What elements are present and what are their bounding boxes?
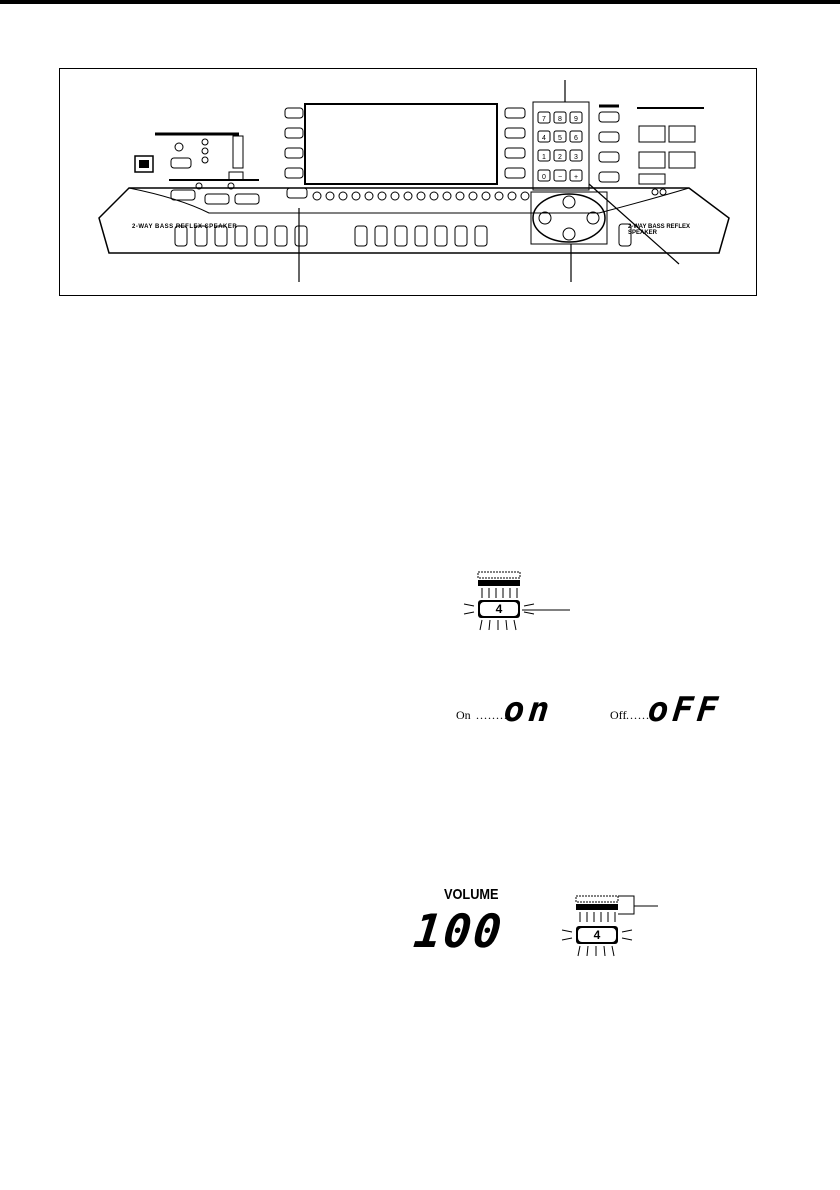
keypad-digit-0: 7 (542, 116, 546, 123)
keypad-digit-8: 3 (574, 154, 578, 161)
callout-lines (298, 80, 680, 282)
on-label: On (456, 708, 471, 722)
off-label: Off (610, 708, 627, 722)
keypad-digit-2: 9 (574, 116, 578, 123)
keypad-digit-9: 0 (542, 174, 546, 181)
lcd-screen (304, 103, 498, 185)
top-rule (0, 0, 840, 4)
on-segment-display: on (501, 690, 556, 730)
left-controls (155, 132, 260, 205)
volume-value: 100 (411, 904, 506, 958)
keyboard-body-curve (128, 187, 690, 214)
logo-icon (134, 155, 154, 173)
keypad-digit-4: 5 (558, 135, 562, 142)
right-speaker-text: 2-WAY BASS REFLEX SPEAKER (628, 224, 691, 236)
on-leader-dots: ......... (476, 708, 512, 722)
numeric-keypad (532, 101, 590, 191)
off-leader-dots: ......... (626, 708, 662, 722)
keyboard-body (98, 187, 730, 254)
lcd-right-buttons (504, 107, 526, 179)
cursor-pad (530, 191, 608, 245)
volume-label: VOLUME (444, 886, 499, 903)
keypad-digit-5: 6 (574, 135, 578, 142)
tone-button-row (312, 191, 530, 201)
keypad-digit-1: 8 (558, 116, 562, 123)
track-number-badge-2: 4 (576, 926, 618, 944)
keypad-digit-6: 1 (542, 154, 546, 161)
off-segment-display: oFF (645, 690, 724, 730)
keypad-digit-10: − (558, 174, 562, 181)
lcd-left-buttons (284, 107, 308, 199)
bottom-pad-row (174, 223, 632, 247)
keypad-digit-7: 2 (558, 154, 562, 161)
keyboard-panel-illustration: 7 8 9 4 5 6 1 2 3 0 − + (98, 80, 730, 282)
keypad-digit-11: + (574, 174, 578, 181)
right-controls (598, 104, 704, 196)
left-speaker-text: 2-WAY BASS REFLEX SPEAKER (132, 224, 238, 230)
track-number-badge-1: 4 (478, 600, 520, 618)
keypad-digit-3: 4 (542, 135, 546, 142)
keyboard-panel-frame (59, 68, 757, 296)
logo-icon-inner (139, 160, 149, 168)
